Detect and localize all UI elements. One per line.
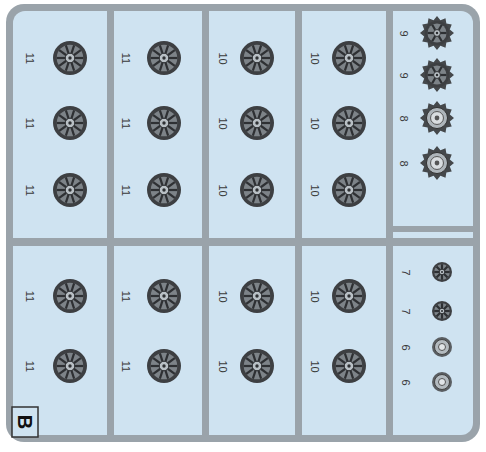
part-number: 10 [217, 117, 228, 129]
part-number: 8 [398, 115, 409, 121]
part-number: 7 [400, 308, 411, 314]
wheel-part [332, 173, 366, 207]
wheel-part [332, 41, 366, 75]
wheel-part [147, 279, 181, 313]
part-number: 9 [398, 30, 409, 36]
wheel-part [53, 349, 87, 383]
wheel-part [432, 337, 452, 357]
wheel-part [432, 372, 452, 392]
part-number: 10 [217, 360, 228, 372]
part-number: 10 [217, 184, 228, 196]
part-number: 10 [309, 52, 320, 64]
wheel-part [53, 173, 87, 207]
part-number: 10 [217, 52, 228, 64]
part-number: 10 [309, 117, 320, 129]
wheel-part [53, 279, 87, 313]
wheel-part [332, 106, 366, 140]
part-number: 10 [309, 360, 320, 372]
part-number: 11 [120, 117, 131, 128]
wheel-part [147, 106, 181, 140]
wheel-part [332, 279, 366, 313]
wheel-part [240, 349, 274, 383]
wheel-part [240, 173, 274, 207]
part-number: 10 [309, 290, 320, 302]
sprue-ground [13, 11, 473, 435]
wheel-parts [53, 16, 454, 392]
runners [13, 11, 473, 435]
part-number: 11 [120, 290, 131, 301]
part-number: 11 [24, 360, 35, 371]
part-number: 11 [24, 184, 35, 195]
wheel-part [432, 262, 452, 282]
part-number: 7 [400, 269, 411, 275]
part-number: 6 [400, 379, 411, 385]
wheel-part [147, 41, 181, 75]
sprue-frame [6, 4, 480, 442]
part-number: 9 [398, 72, 409, 78]
part-number: 11 [120, 360, 131, 371]
sprue-letter-box [12, 407, 38, 437]
sprue-letter: B [15, 415, 35, 429]
part-number: 10 [309, 184, 320, 196]
wheel-part [420, 101, 454, 135]
part-number: 11 [24, 290, 35, 301]
wheel-part [147, 349, 181, 383]
part-number: 11 [24, 117, 35, 128]
part-number: 11 [120, 52, 131, 63]
part-number: 6 [400, 344, 411, 350]
part-number: 10 [217, 290, 228, 302]
wheel-part [240, 106, 274, 140]
part-number: 11 [24, 52, 35, 63]
part-number: 8 [398, 160, 409, 166]
wheel-part [432, 301, 452, 321]
wheel-part [240, 279, 274, 313]
wheel-part [240, 41, 274, 75]
wheel-part [53, 41, 87, 75]
wheel-part [420, 146, 454, 180]
wheel-part [420, 58, 454, 92]
part-number: 11 [120, 184, 131, 195]
wheel-part [332, 349, 366, 383]
wheel-part [420, 16, 454, 50]
wheel-part [53, 106, 87, 140]
wheel-part [147, 173, 181, 207]
